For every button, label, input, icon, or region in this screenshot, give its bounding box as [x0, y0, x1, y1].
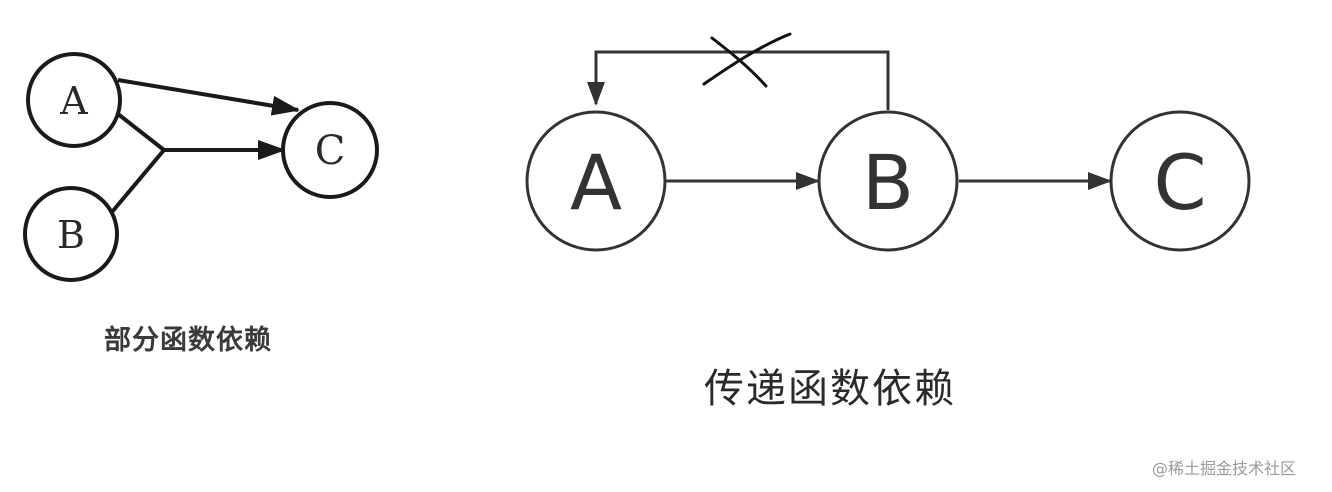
- site-watermark: @稀土掘金技术社区: [1152, 459, 1297, 478]
- cross-out-mark: [702, 32, 792, 88]
- partial-dependency-caption: 部分函数依赖: [104, 325, 272, 356]
- edge-ab-to-c: [110, 112, 286, 214]
- node-c-left-label: C: [315, 128, 346, 174]
- node-a-right: A: [525, 110, 667, 252]
- transitive-dependency-caption: 传递函数依赖: [704, 366, 956, 412]
- node-c-right-label: C: [1153, 138, 1206, 227]
- node-c-left: C: [281, 101, 379, 199]
- transitive-dependency-diagram: A B C: [525, 32, 1251, 252]
- partial-dependency-diagram: A B C: [23, 52, 379, 282]
- node-b-right-label: B: [862, 138, 914, 227]
- edge-a-to-c: [117, 78, 300, 116]
- node-b-left: B: [23, 186, 119, 282]
- node-c-right: C: [1109, 110, 1251, 252]
- node-b-right: B: [817, 110, 959, 252]
- node-a-left: A: [26, 52, 122, 148]
- node-a-right-label: A: [570, 138, 622, 227]
- node-a-left-label: A: [59, 79, 88, 123]
- edge-b-to-a-crossed: [587, 32, 890, 110]
- node-b-left-label: B: [57, 213, 85, 257]
